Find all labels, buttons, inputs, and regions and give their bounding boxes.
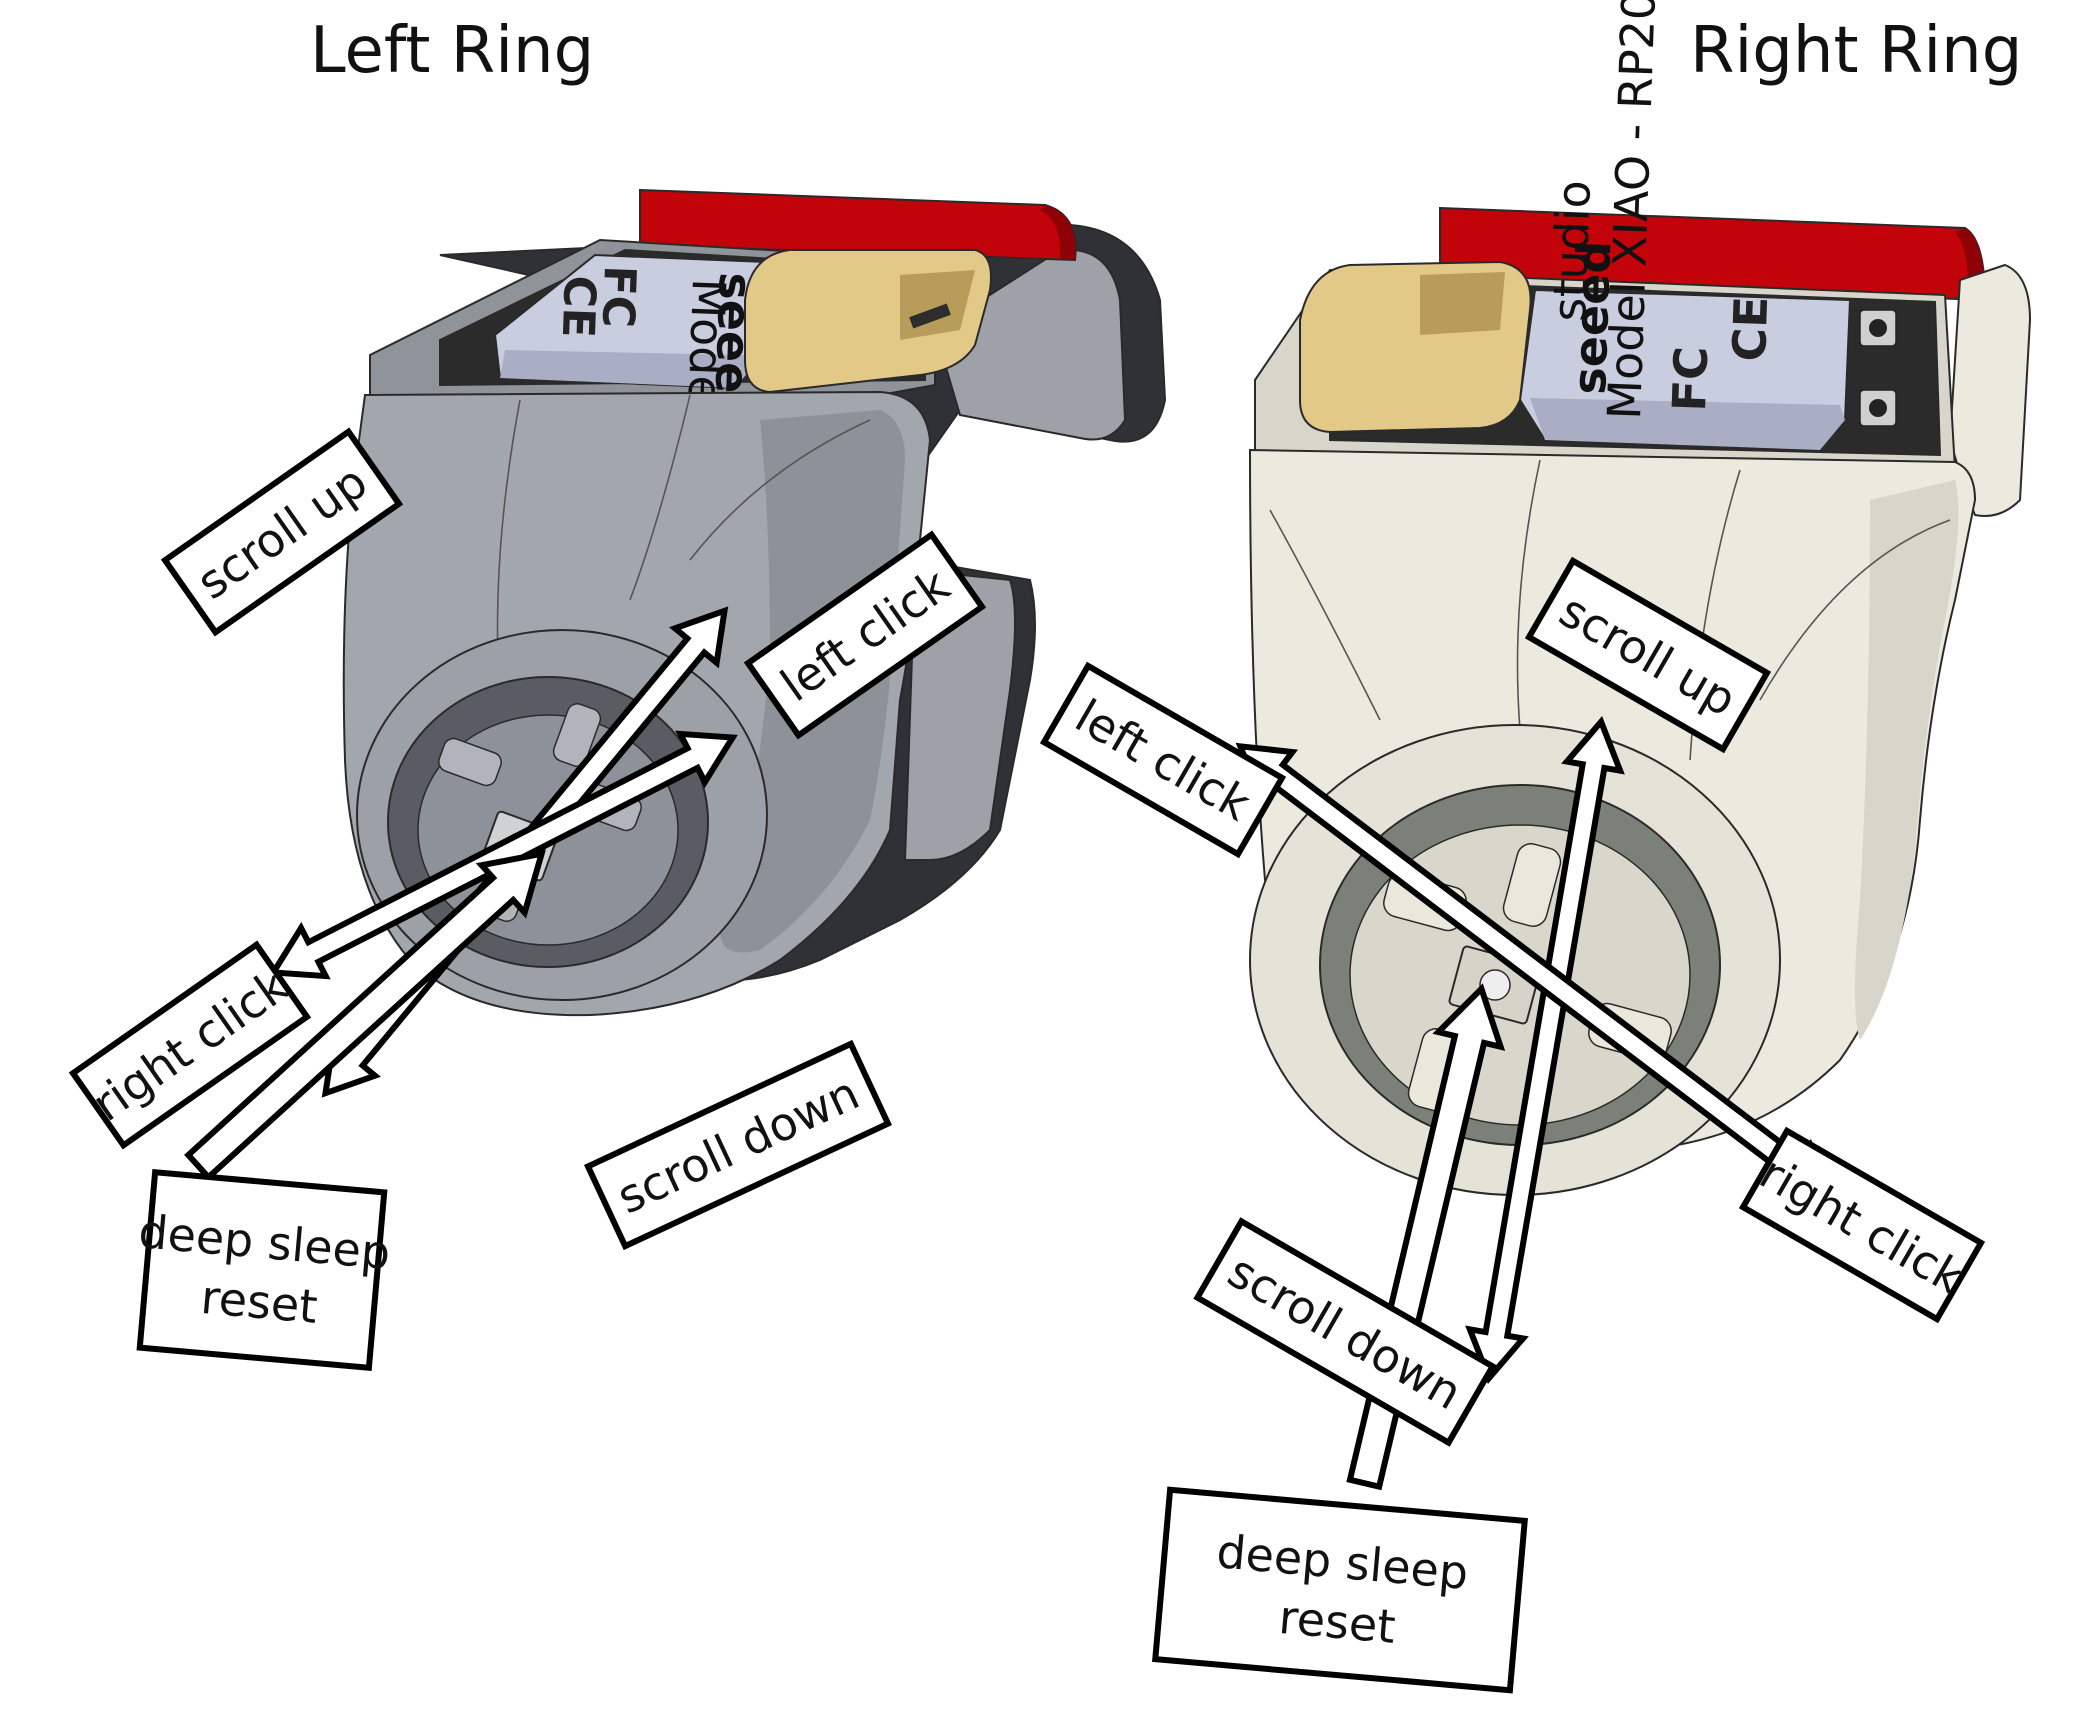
right-ring-scroll-up-box xyxy=(1524,556,1772,754)
right-ring-title: Right Ring xyxy=(1690,14,2022,88)
right-ring-shield-edge xyxy=(1530,398,1845,450)
right-ring-shell-shade xyxy=(1855,480,1959,1040)
left-ring-scroll-up-box xyxy=(160,427,404,637)
right-ring-deep-sleep-line2: reset xyxy=(1277,1590,1398,1654)
left-ring-strap-shade xyxy=(1040,205,1076,260)
left-ring-shell-line-3 xyxy=(689,419,871,561)
right-ring-board-button-dot-2 xyxy=(1869,399,1887,417)
right-ring-board-studio: studio xyxy=(1542,179,1601,322)
left-ring-shell-line-2 xyxy=(629,394,691,601)
right-ring-scroll-arrow xyxy=(1465,716,1625,1384)
right-ring-scroll-down-box xyxy=(1193,1217,1497,1447)
right-ring-deep-sleep-box xyxy=(1152,1486,1528,1694)
left-ring-shield-edge xyxy=(500,350,750,388)
right-ring-board-fc-mark: FC xyxy=(1662,345,1718,412)
right-ring-usb-opening xyxy=(1420,272,1505,335)
left-ring-deep-sleep-box xyxy=(136,1169,388,1371)
left-ring-deep-sleep-arrow xyxy=(184,850,546,1182)
right-ring-left-click-box xyxy=(1039,661,1287,859)
left-ring-board-fc-mark: FC xyxy=(592,265,645,329)
left-ring-left-click-box xyxy=(743,530,987,740)
left-ring-usb-slot xyxy=(909,303,951,329)
left-ring-arrows xyxy=(184,606,738,1182)
left-ring-pad-1 xyxy=(438,737,502,787)
left-ring-deep-sleep-line2: reset xyxy=(199,1270,320,1334)
right-ring-board-ce-mark: CE xyxy=(1722,295,1778,362)
left-ring-device: seeed Model XIAO - RP2040 FC CE xyxy=(342,188,1167,1017)
left-ring-click-arrow xyxy=(268,730,738,980)
right-ring-board-brand: seeed xyxy=(1562,240,1621,396)
left-ring-clip-top xyxy=(933,248,1127,441)
left-ring-title: Left Ring xyxy=(310,14,594,88)
right-ring-right-click-box xyxy=(1738,1126,1986,1324)
left-ring-board-ce-mark: CE xyxy=(552,275,605,339)
left-ring-right-click-box xyxy=(68,940,312,1150)
left-ring-scroll-down-box xyxy=(584,1039,892,1251)
right-ring-shell-line-1 xyxy=(1516,459,1541,731)
right-ring-pad-3 xyxy=(1502,843,1562,927)
right-ring-shell-line-3 xyxy=(1269,509,1381,721)
right-ring-clip xyxy=(1948,263,2032,517)
right-ring-center-dot xyxy=(1479,969,1511,1001)
right-ring-shell-line-4 xyxy=(1759,519,1951,701)
right-ring-board-button-dot-1 xyxy=(1869,319,1887,337)
left-ring-pad-3 xyxy=(552,703,602,767)
